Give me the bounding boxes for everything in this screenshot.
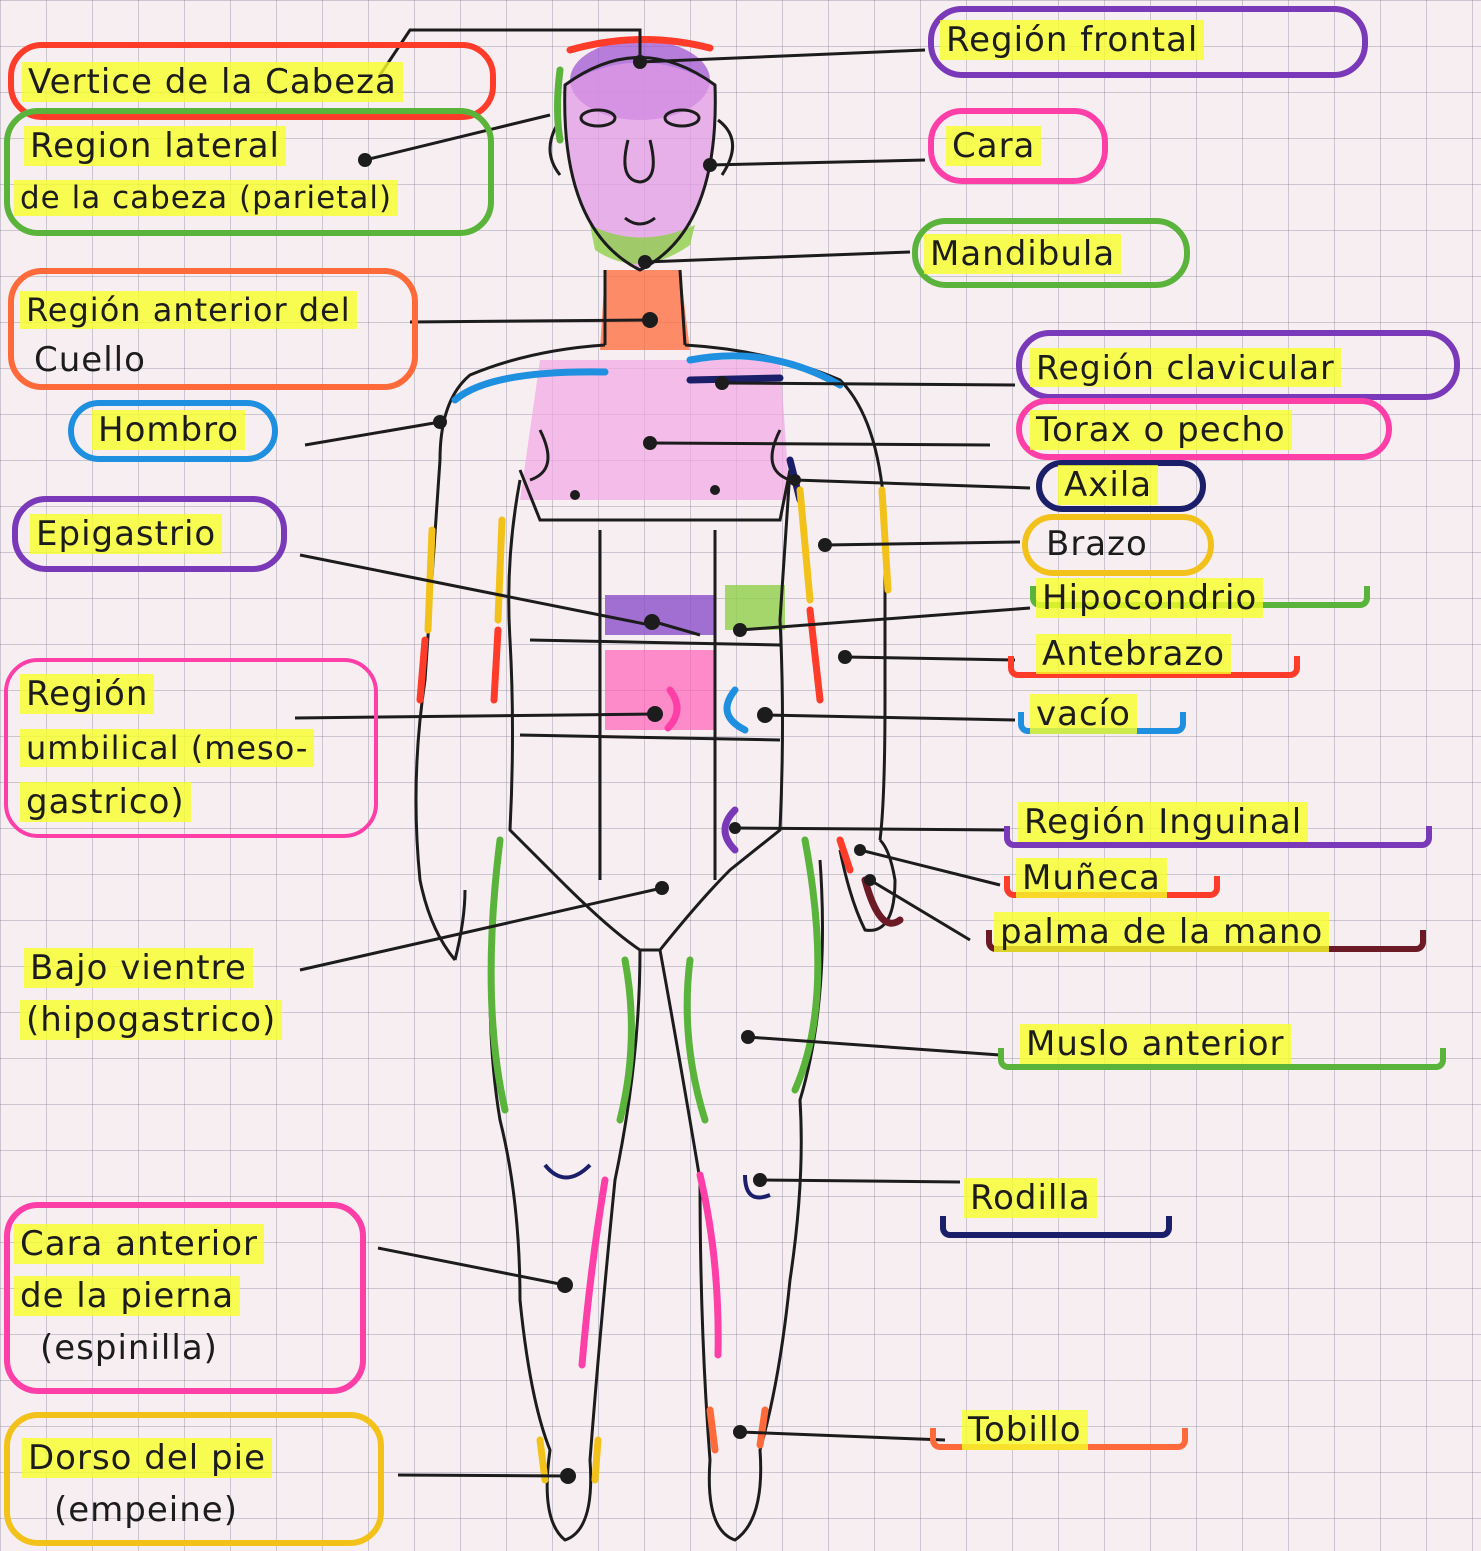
label-region-anterior-del: Región anterior del	[20, 284, 357, 336]
label-cara: Cara	[946, 120, 1041, 172]
label-umbilical-meso: umbilical (meso-	[20, 722, 314, 774]
label-rodilla: Rodilla	[964, 1172, 1097, 1224]
label-muslo-anterior: Muslo anterior	[1020, 1018, 1291, 1070]
label-muneca: Muñeca	[1016, 852, 1167, 904]
label-tobillo: Tobillo	[962, 1404, 1088, 1456]
label-cara-anterior: Cara anterior	[14, 1218, 264, 1270]
label-region-lateral: Region lateral	[24, 120, 286, 172]
label-region-clavicular: Región clavicular	[1030, 342, 1341, 394]
label-region-umbilical: Región	[20, 668, 154, 720]
label-vacio: vacío	[1030, 688, 1137, 740]
label-espinilla: (espinilla)	[40, 1322, 218, 1374]
label-antebrazo: Antebrazo	[1036, 628, 1231, 680]
label-dorso-del-pie: Dorso del pie	[22, 1432, 272, 1484]
label-hombro: Hombro	[92, 404, 245, 456]
label-region-inguinal: Región Inguinal	[1018, 796, 1308, 848]
label-hipocondrio: Hipocondrio	[1036, 572, 1263, 624]
label-cuello: Cuello	[34, 334, 146, 386]
label-brazo: Brazo	[1046, 518, 1148, 570]
label-axila: Axila	[1058, 459, 1158, 511]
label-epigastrio: Epigastrio	[30, 508, 222, 560]
label-de-la-pierna: de la pierna	[14, 1270, 240, 1322]
label-region-frontal: Región frontal	[940, 14, 1204, 66]
label-gastrico: gastrico)	[20, 776, 191, 828]
label-mandibula: Mandibula	[924, 228, 1121, 280]
label-torax-o-pecho: Torax o pecho	[1030, 404, 1292, 456]
leader-dots	[358, 55, 876, 1484]
label-bajo-vientre: Bajo vientre	[24, 942, 253, 994]
label-de-la-cabeza-parietal: de la cabeza (parietal)	[14, 172, 398, 224]
label-palma-de-la-mano: palma de la mano	[994, 906, 1329, 958]
label-empeine: (empeine)	[54, 1484, 238, 1536]
label-vertice-de-la-cabeza: Vertice de la Cabeza	[22, 56, 403, 108]
label-hipogastrico: (hipogastrico)	[20, 994, 282, 1046]
